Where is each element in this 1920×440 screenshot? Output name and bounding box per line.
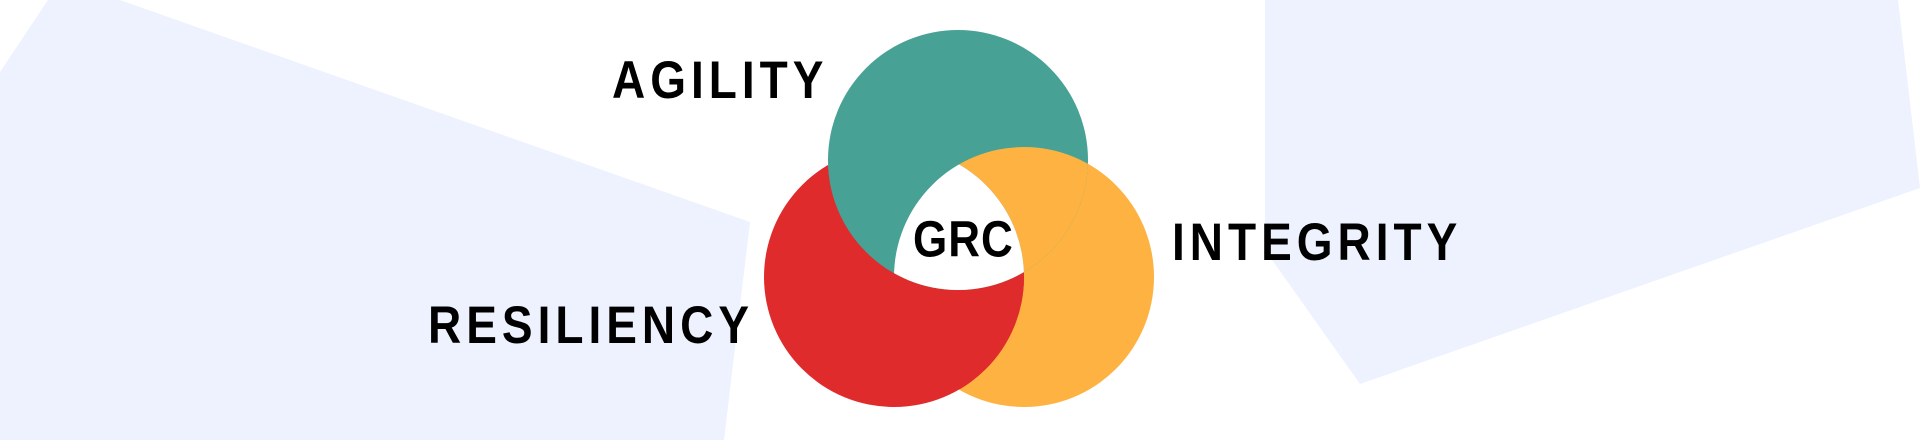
label-agility: AGILITY: [612, 49, 829, 110]
label-integrity: INTEGRITY: [1172, 211, 1463, 272]
label-resiliency: RESILIENCY: [428, 294, 755, 355]
right-background-polygon: [1265, 0, 1920, 384]
center-intersection: [894, 147, 1024, 290]
left-background-polygon: [0, 0, 750, 440]
label-grc-center: GRC: [913, 211, 1014, 268]
